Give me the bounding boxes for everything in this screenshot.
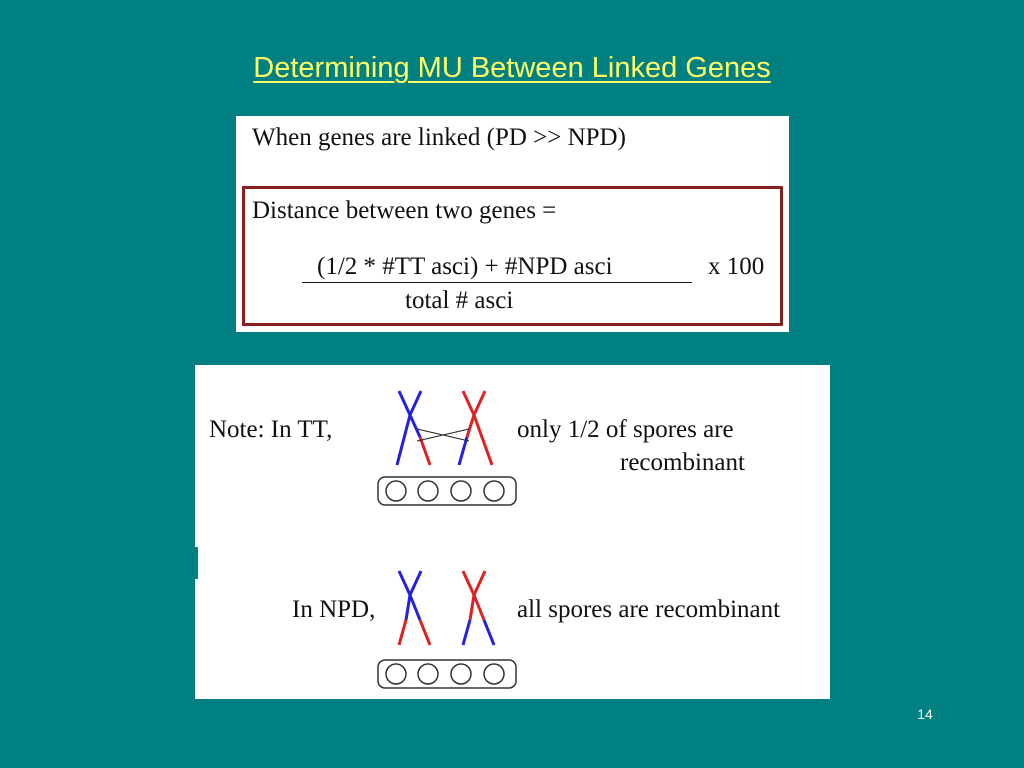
formula-multiplier: x 100	[708, 253, 765, 280]
page-number: 14	[917, 706, 933, 722]
tt-description-line1: only 1/2 of spores are	[517, 416, 734, 443]
chromosome-diagrams	[377, 390, 517, 689]
tt-note-label: Note: In TT,	[209, 416, 333, 443]
fraction-bar	[302, 282, 692, 283]
npd-note-label: In NPD,	[292, 596, 376, 623]
distance-formula-box: Distance between two genes = (1/2 * #TT …	[242, 186, 783, 326]
slide-title: Determining MU Between Linked Genes	[253, 52, 771, 84]
formula-label: Distance between two genes =	[252, 197, 557, 224]
note-panel: Note: In TT, only 1/2 of spores are reco…	[195, 365, 830, 699]
tt-description-line2: recombinant	[620, 449, 745, 476]
tt-chromatids-illustration	[395, 390, 494, 466]
npd-ascus	[377, 659, 517, 689]
formula-numerator: (1/2 * #TT asci) + #NPD asci	[317, 253, 613, 280]
linked-genes-heading: When genes are linked (PD >> NPD)	[252, 124, 626, 151]
tt-ascus	[377, 476, 517, 506]
formula-panel: When genes are linked (PD >> NPD) Distan…	[236, 116, 789, 332]
panel-edge-notch	[195, 547, 198, 579]
formula-denominator: total # asci	[405, 287, 514, 314]
npd-chromatids-illustration	[397, 570, 496, 646]
npd-description: all spores are recombinant	[517, 596, 781, 623]
